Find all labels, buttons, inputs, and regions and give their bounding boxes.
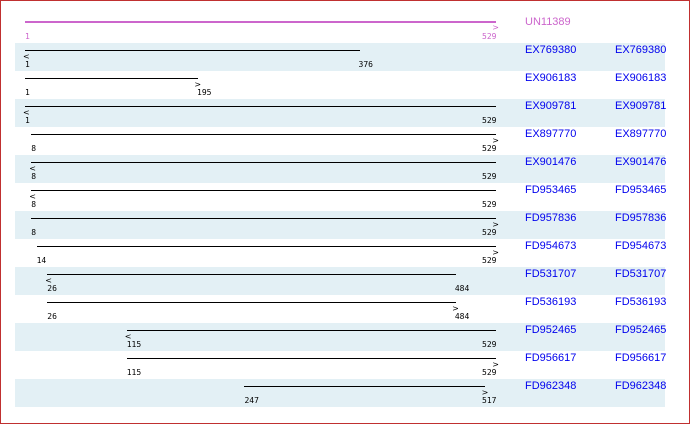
start-position: 1 [25,88,30,97]
accession-link[interactable]: EX897770 [525,128,577,140]
alignment-bar: > [244,386,488,397]
alignment-row: >1 195 EX906183 EX906183 [15,71,667,99]
accession-link[interactable]: FD953465 [525,184,577,196]
arrow-right-icon: > [492,360,499,369]
arrow-right-icon: > [492,220,499,229]
start-position: 8 [31,228,37,237]
arrow-left-icon: < [23,52,30,61]
alignment-bar: < [125,330,496,341]
accession-link-secondary[interactable]: EX906183 [615,72,667,84]
accession-link[interactable]: EX909781 [525,100,577,112]
accession-link-secondary[interactable]: FD531707 [615,268,667,280]
alignment-bar: > [126,358,499,369]
accession-link-secondary[interactable]: FD953465 [615,184,667,196]
accession-link[interactable]: FD957836 [525,212,577,224]
start-position: 1 [25,60,30,69]
alignment-bar: < [45,274,456,285]
start-position: 8 [31,200,37,209]
accession-link-secondary[interactable]: FD962348 [615,380,667,392]
accession-link-secondary[interactable]: EX901476 [615,156,667,168]
accession-link[interactable]: EX901476 [525,156,577,168]
accession-link-secondary[interactable]: EX769380 [615,44,667,56]
alignment-row: <8 529 EX901476 EX901476 [15,155,667,183]
end-position: 195 [197,88,212,97]
alignment-row: <115 529 FD952465 FD952465 [15,323,667,351]
alignment-row: <1 376 EX769380 EX769380 [15,43,667,71]
arrow-left-icon: < [124,332,132,341]
end-position: 529 [482,368,497,377]
start-position: 8 [31,172,37,181]
end-position: 529 [482,340,497,349]
start-position: 26 [47,312,57,321]
end-position: 484 [454,284,470,293]
accession-link-secondary[interactable]: FD952465 [615,324,667,336]
alignment-bar: > [31,134,499,145]
end-position: 529 [482,116,497,125]
alignment-bar: > [31,218,499,229]
accession-link[interactable]: FD531707 [525,268,577,280]
accession-link[interactable]: FD952465 [525,324,577,336]
start-position: 115 [126,368,142,377]
alignment-bar: > [47,302,459,313]
start-position: 115 [126,340,142,349]
end-position: 376 [358,60,373,69]
accession-link-secondary[interactable]: EX909781 [615,100,667,112]
arrow-right-icon: > [492,248,499,257]
end-position: 484 [454,312,470,321]
alignment-bar: < [23,50,360,61]
end-position: 517 [482,396,497,405]
accession-link-secondary[interactable]: FD536193 [615,296,667,308]
alignment-row: >247 517 FD962348 FD962348 [15,379,667,407]
alignment-row: <1 529 EX909781 EX909781 [15,99,667,127]
arrow-left-icon: < [45,276,52,285]
end-position: 529 [482,172,497,181]
accession-link-secondary[interactable]: FD957836 [615,212,667,224]
alignment-row: >26 484 FD536193 FD536193 [15,295,667,323]
arrow-right-icon: > [194,80,202,89]
arrow-left-icon: < [23,108,30,117]
start-position: 1 [25,116,30,125]
start-position: 8 [31,144,37,153]
arrow-right-icon: > [492,23,499,32]
alignment-row: >8 529 FD957836 FD957836 [15,211,667,239]
alignment-bar: < [23,106,496,117]
end-position: 529 [482,144,497,153]
start-position: 247 [244,396,259,405]
reference-row: >1 529 UN11389 [15,15,665,43]
accession-link-secondary[interactable]: FD954673 [615,240,667,252]
arrow-right-icon: > [452,304,459,313]
arrow-right-icon: > [481,388,489,397]
arrow-left-icon: < [29,164,36,173]
start-position: 26 [47,284,57,293]
accession-link[interactable]: FD956617 [525,352,577,364]
accession-link-secondary[interactable]: FD956617 [615,352,667,364]
accession-link-secondary[interactable]: EX897770 [615,128,667,140]
start-position: 1 [25,32,30,41]
alignment-row: <26 484 FD531707 FD531707 [15,267,667,295]
end-position: 529 [482,256,497,265]
reference-bar: > [25,21,499,32]
accession-link[interactable]: EX769380 [525,44,577,56]
alignment-bar: < [29,162,496,173]
alignment-bar: < [29,190,496,201]
end-position: 529 [482,32,497,41]
accession-link[interactable]: FD954673 [525,240,577,252]
accession-link[interactable]: FD962348 [525,380,577,392]
alignment-bar: > [36,246,499,257]
end-position: 529 [482,228,497,237]
reference-id: UN11389 [525,16,571,28]
accession-link[interactable]: FD536193 [525,296,577,308]
arrow-right-icon: > [492,136,499,145]
accession-link[interactable]: EX906183 [525,72,577,84]
end-position: 529 [482,200,497,209]
start-position: 14 [36,256,47,265]
alignment-bar: > [25,78,201,89]
alignment-row: >14 529 FD954673 FD954673 [15,239,667,267]
alignment-row: >8 529 EX897770 EX897770 [15,127,667,155]
arrow-left-icon: < [29,192,36,201]
alignment-row: >115 529 FD956617 FD956617 [15,351,667,379]
alignment-row: <8 529 FD953465 FD953465 [15,183,667,211]
